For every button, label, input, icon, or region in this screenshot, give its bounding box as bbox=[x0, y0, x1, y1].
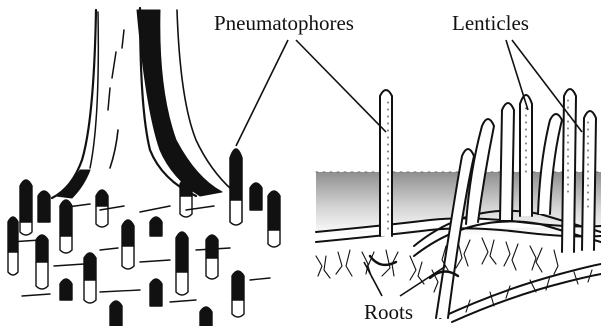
tree-trunk bbox=[52, 8, 232, 212]
pneumatophores-label: Pneumatophores bbox=[214, 13, 354, 34]
left-illustration bbox=[8, 8, 280, 326]
left-pneumatophores bbox=[8, 149, 280, 326]
pneumatophores-leader-right bbox=[296, 40, 386, 132]
lenticels-leader-left bbox=[506, 40, 528, 110]
right-illustration bbox=[316, 89, 601, 322]
roots-leader-left bbox=[364, 262, 382, 296]
pneumatophores-leader-left bbox=[236, 40, 288, 146]
roots-label: Roots bbox=[364, 302, 413, 323]
water-lines bbox=[10, 240, 270, 302]
lenticels-label: Lenticles bbox=[452, 13, 529, 34]
